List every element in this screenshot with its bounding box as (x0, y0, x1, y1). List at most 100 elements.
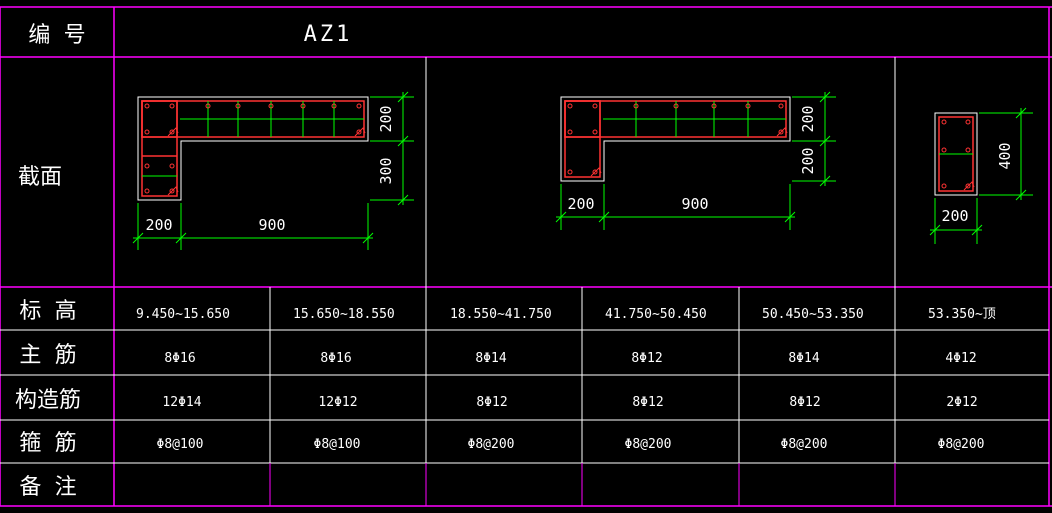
section-1-rebar (169, 103, 175, 109)
section-1-rebar (169, 129, 175, 135)
row-label-elevation: 标 高 (19, 299, 76, 324)
section-2-tick (819, 175, 831, 187)
stirrup-cell: Φ8@200 (938, 437, 985, 452)
section-2-tick (784, 211, 796, 223)
section-1-tick (362, 232, 374, 244)
section-1-tick (397, 194, 409, 206)
section-drawing-2: 200 900 200 200 (555, 91, 836, 230)
section-1-dim-label: 200 (377, 105, 395, 132)
section-1-rebar (144, 129, 150, 135)
section-3-rebar (965, 183, 971, 189)
section-1-hook (354, 127, 366, 137)
section-code: AZ1 (304, 22, 353, 47)
main-rebar-cell: 4Φ12 (945, 351, 976, 366)
section-2-tick (598, 211, 610, 223)
section-2-tick (819, 91, 831, 103)
section-2-dim-label: 200 (567, 195, 594, 213)
stirrup-cell: Φ8@100 (314, 437, 361, 452)
section-1-tick (132, 232, 144, 244)
section-1-rebar (144, 163, 150, 169)
elevation-cell: 41.750~50.450 (605, 307, 707, 322)
struct-rebar-cell: 2Φ12 (946, 395, 977, 410)
section-2-rebar (592, 169, 598, 175)
elevation-cell: 53.350~顶 (928, 307, 996, 322)
section-2-rebar (592, 129, 598, 135)
section-1-rebar (144, 188, 150, 194)
section-3-dimensions (929, 107, 1033, 244)
section-1-rebar (169, 163, 175, 169)
section-3-dim-label: 400 (996, 142, 1014, 169)
main-rebar-cell: 8Φ12 (631, 351, 662, 366)
row-label-remark: 备 注 (19, 475, 76, 500)
section-3-dim-label: 200 (941, 207, 968, 225)
row-label-main-rebar: 主 筋 (19, 343, 76, 368)
section-2-rebar (673, 103, 679, 109)
section-2-rebar (778, 129, 784, 135)
section-1-dimensions (132, 91, 414, 250)
section-2-hook (590, 167, 602, 177)
section-drawing-3: 200 400 (929, 107, 1033, 244)
stirrup-cell: Φ8@200 (781, 437, 828, 452)
section-1-tick (397, 91, 409, 103)
section-1-hook (167, 127, 179, 137)
section-3-tick (1015, 107, 1027, 119)
section-3-rebar (941, 147, 947, 153)
section-2-outline (560, 96, 791, 182)
main-rebar-row: 8Φ16 8Φ16 8Φ14 8Φ12 8Φ14 4Φ12 (164, 351, 976, 366)
elevation-cell: 50.450~53.350 (762, 307, 864, 322)
struct-rebar-cell: 8Φ12 (476, 395, 507, 410)
elevation-cell: 15.650~18.550 (293, 307, 395, 322)
section-2-hook (776, 127, 788, 137)
section-1-rebar (235, 103, 241, 109)
section-1-rebar (205, 103, 211, 109)
section-2-rebar (778, 103, 784, 109)
row-label-struct-rebar: 构造筋 (15, 388, 81, 413)
section-1-rebar (169, 188, 175, 194)
section-2-rebar (745, 103, 751, 109)
struct-rebar-cell: 8Φ12 (632, 395, 663, 410)
section-2-rebar (567, 129, 573, 135)
section-1-rebar (300, 103, 306, 109)
section-3-rebar (941, 119, 947, 125)
section-3-tick (971, 224, 983, 236)
section-row-label: 截面 (18, 165, 62, 190)
section-1-hook (167, 186, 179, 196)
main-rebar-cell: 8Φ16 (164, 351, 195, 366)
section-1-rebar (356, 129, 362, 135)
section-2-dim-label: 200 (799, 147, 817, 174)
section-drawing-1: 200 900 200 300 (132, 91, 414, 250)
row-label-stirrup: 箍 筋 (19, 431, 76, 456)
elevation-cell: 9.450~15.650 (136, 307, 230, 322)
struct-rebar-cell: 12Φ14 (162, 395, 201, 410)
table-grid (0, 6, 1052, 507)
stirrup-cell: Φ8@200 (625, 437, 672, 452)
struct-rebar-cell: 8Φ12 (789, 395, 820, 410)
section-1-rebar (268, 103, 274, 109)
section-2-tick (819, 135, 831, 147)
section-2-tick (555, 211, 567, 223)
section-1-rebar (331, 103, 337, 109)
section-1-tick (397, 135, 409, 147)
section-2-dimensions (555, 91, 836, 230)
stirrup-cell: Φ8@100 (157, 437, 204, 452)
section-1-dim-label: 900 (258, 216, 285, 234)
section-1-dim-label: 300 (377, 157, 395, 184)
section-2-dim-label: 900 (681, 195, 708, 213)
main-rebar-cell: 8Φ14 (475, 351, 506, 366)
section-2-leg-stirrup (564, 100, 601, 178)
section-1-tick (175, 232, 187, 244)
stirrup-cell: Φ8@200 (468, 437, 515, 452)
section-1-outline (137, 96, 369, 201)
section-2-rebar (592, 103, 598, 109)
section-3-rebar (965, 119, 971, 125)
section-3-outline (934, 112, 978, 196)
section-1-dim-label: 200 (145, 216, 172, 234)
header-label: 编 号 (28, 23, 85, 48)
section-1-rebar (144, 103, 150, 109)
elevation-row: 9.450~15.650 15.650~18.550 18.550~41.750… (136, 307, 996, 322)
elevation-cell: 18.550~41.750 (450, 307, 552, 322)
section-2-rebar (711, 103, 717, 109)
section-1-rebar (356, 103, 362, 109)
section-2-dim-label: 200 (799, 105, 817, 132)
